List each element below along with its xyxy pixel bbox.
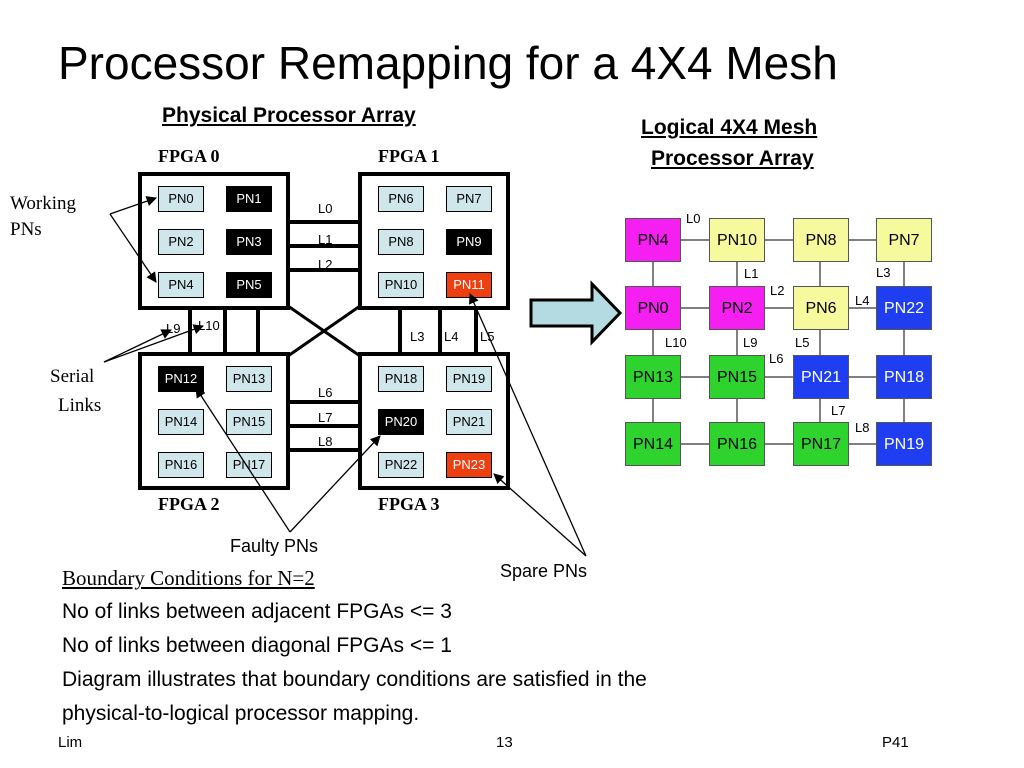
working-pns-label-line1: Working <box>10 193 77 214</box>
boundary-heading: Boundary Conditions for N=2 <box>62 566 315 590</box>
pn-pn8: PN8 <box>378 229 424 255</box>
boundary-line-1: No of links between adjacent FPGAs <= 3 <box>62 600 452 623</box>
pn-pn20: PN20 <box>378 409 424 435</box>
boundary-line-3: Diagram illustrates that boundary condit… <box>62 668 647 691</box>
boundary-line-4: physical-to-logical processor mapping. <box>62 702 420 725</box>
pn-pn3: PN3 <box>226 229 272 255</box>
pn-pn12: PN12 <box>158 366 204 392</box>
pn-pn2: PN2 <box>158 229 204 255</box>
logical-node-pn19: PN19 <box>876 422 932 466</box>
fpga3-label: FPGA 3 <box>378 494 440 514</box>
slide-title: Processor Remapping for a 4X4 Mesh <box>58 37 838 89</box>
working-arrow-2 <box>109 213 157 283</box>
log-label-l10: L10 <box>665 335 687 350</box>
logical-node-pn13: PN13 <box>625 355 681 399</box>
logical-node-pn15: PN15 <box>709 355 765 399</box>
log-label-l4: L4 <box>855 293 870 308</box>
pn-pn7: PN7 <box>446 186 492 212</box>
log-label-l7: L7 <box>831 403 846 418</box>
faulty-arrow-2 <box>289 435 381 533</box>
phys-label-l3: L3 <box>410 329 425 344</box>
logical-heading-line2: Processor Array <box>651 147 814 170</box>
boundary-line-2: No of links between diagonal FPGAs <= 1 <box>62 634 452 657</box>
pn-pn4: PN4 <box>158 272 204 298</box>
faulty-pns-label: Faulty PNs <box>230 536 319 556</box>
log-label-l1: L1 <box>744 266 759 281</box>
serial-links-label-line1: Serial <box>50 366 95 387</box>
phys-label-l2: L2 <box>318 257 333 272</box>
phys-label-l6: L6 <box>318 385 333 400</box>
logical-node-pn0: PN0 <box>625 286 681 330</box>
logical-heading-line1: Logical 4X4 Mesh <box>641 116 818 139</box>
phys-label-l0: L0 <box>318 201 333 216</box>
footer-page-id: P41 <box>882 734 909 751</box>
faulty-arrow-1 <box>195 387 291 533</box>
pn-pn9: PN9 <box>446 229 492 255</box>
footer-slide-number: 13 <box>496 734 513 751</box>
pn-pn10: PN10 <box>378 272 424 298</box>
working-arrow-1 <box>109 196 157 215</box>
fpga1-label: FPGA 1 <box>378 146 440 166</box>
pn-pn16: PN16 <box>158 452 204 478</box>
pn-pn15: PN15 <box>226 409 272 435</box>
logical-node-pn7: PN7 <box>876 218 932 262</box>
pn-pn1: PN1 <box>226 186 272 212</box>
logical-node-pn4: PN4 <box>625 218 681 262</box>
phys-link-diag-b <box>287 304 361 358</box>
log-label-l2: L2 <box>770 283 785 298</box>
logical-node-pn6: PN6 <box>793 286 849 330</box>
phys-label-l8: L8 <box>318 434 333 449</box>
logical-node-pn18: PN18 <box>876 355 932 399</box>
logical-node-pn10: PN10 <box>709 218 765 262</box>
pn-pn18: PN18 <box>378 366 424 392</box>
log-label-l5: L5 <box>795 335 810 350</box>
logical-node-pn16: PN16 <box>709 422 765 466</box>
pn-pn19: PN19 <box>446 366 492 392</box>
logical-mesh-links <box>652 239 905 445</box>
log-label-l3: L3 <box>876 265 891 280</box>
logical-node-pn21: PN21 <box>793 355 849 399</box>
pn-pn21: PN21 <box>446 409 492 435</box>
pn-pn5: PN5 <box>226 272 272 298</box>
fpga0-label: FPGA 0 <box>158 146 220 166</box>
footer-author: Lim <box>58 734 83 751</box>
pn-pn6: PN6 <box>378 186 424 212</box>
phys-label-l1: L1 <box>318 232 333 247</box>
pn-pn17: PN17 <box>226 452 272 478</box>
spare-pns-label: Spare PNs <box>500 561 588 581</box>
pn-pn13: PN13 <box>226 366 272 392</box>
serial-arrow-2 <box>103 324 204 363</box>
phys-label-l7: L7 <box>318 410 333 425</box>
pn-pn14: PN14 <box>158 409 204 435</box>
logical-node-pn17: PN17 <box>793 422 849 466</box>
spare-arrow-2 <box>493 473 587 557</box>
pn-pn0: PN0 <box>158 186 204 212</box>
log-label-l8: L8 <box>855 420 870 435</box>
serial-arrow-1 <box>103 329 172 363</box>
pn-pn11: PN11 <box>446 272 492 298</box>
working-pns-label-line2: PNs <box>10 219 42 240</box>
logical-node-pn22: PN22 <box>876 286 932 330</box>
mapping-arrow-icon <box>529 280 623 346</box>
serial-links-label-line2: Links <box>58 395 102 416</box>
log-label-l0: L0 <box>686 211 701 226</box>
logical-node-pn14: PN14 <box>625 422 681 466</box>
physical-array-heading: Physical Processor Array <box>162 104 416 127</box>
spare-arrow-1 <box>469 293 587 557</box>
log-label-l6: L6 <box>769 351 784 366</box>
phys-label-l4: L4 <box>444 329 459 344</box>
log-label-l9: L9 <box>743 335 758 350</box>
pn-pn23: PN23 <box>446 452 492 478</box>
logical-node-pn2: PN2 <box>709 286 765 330</box>
fpga2-label: FPGA 2 <box>158 494 220 514</box>
logical-node-pn8: PN8 <box>793 218 849 262</box>
pn-pn22: PN22 <box>378 452 424 478</box>
